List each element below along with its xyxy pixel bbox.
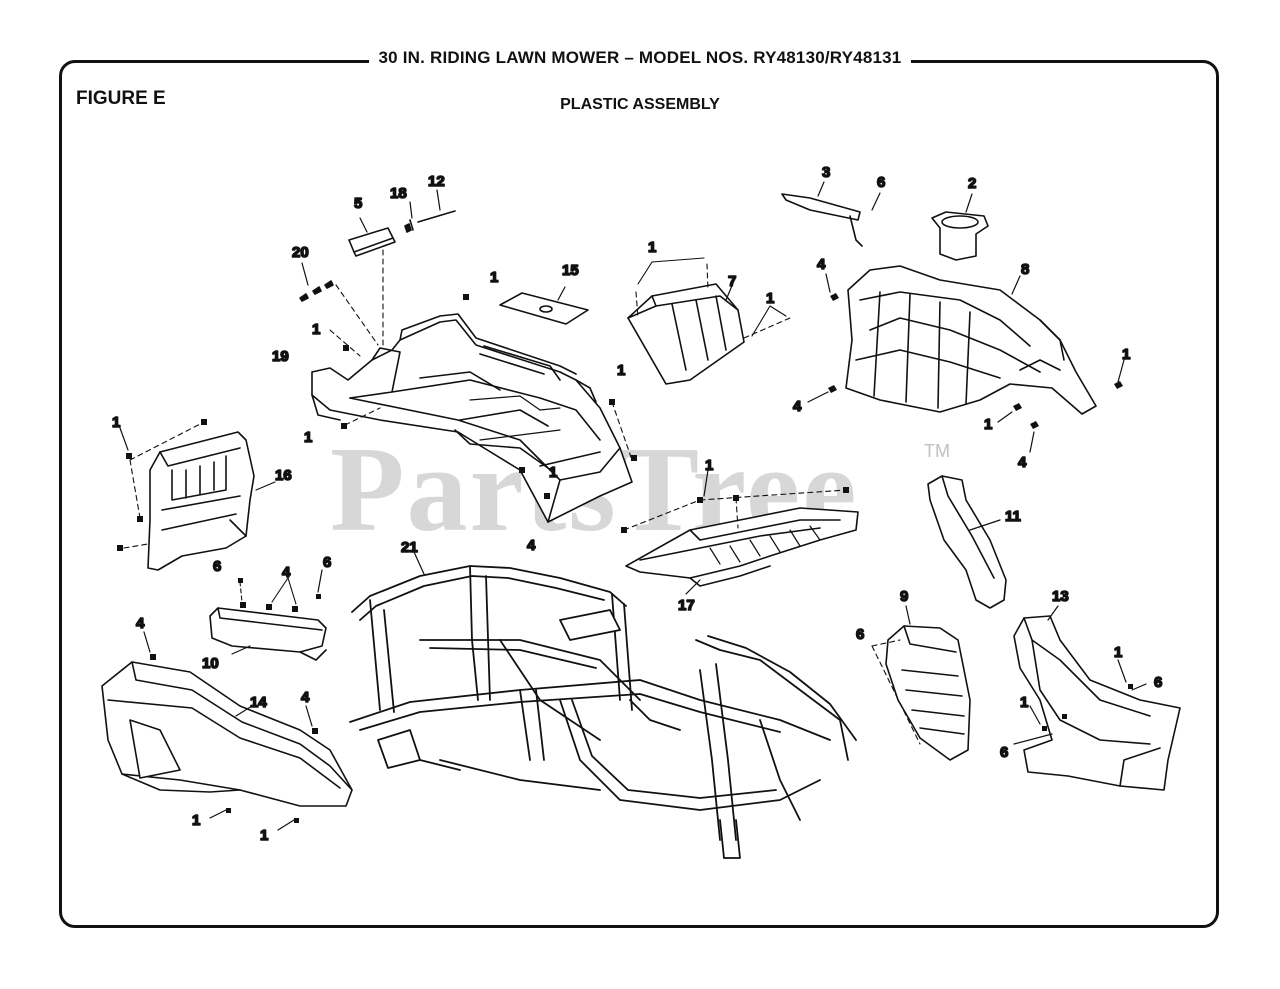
- callout-1-n: 1: [1114, 644, 1122, 661]
- callout-1-a: 1: [312, 321, 320, 338]
- part-3-bar: [781, 181, 863, 247]
- part-14-step-panel: [101, 631, 353, 831]
- callout-1-i: 1: [112, 414, 120, 431]
- part-16-side-panel: [117, 419, 276, 571]
- callout-6-e: 6: [1154, 674, 1162, 691]
- part-19-body-tub: [311, 313, 633, 523]
- callout-6-c: 6: [323, 554, 331, 571]
- callout-1-f: 1: [1122, 346, 1130, 363]
- callout-6-a: 6: [877, 174, 885, 191]
- figure-label: FIGURE E: [76, 88, 166, 109]
- callout-14: 14: [250, 694, 267, 711]
- callout-4-b: 4: [793, 398, 802, 415]
- callout-19: 19: [272, 348, 289, 365]
- callout-18: 18: [390, 185, 407, 202]
- callout-1-c: 1: [617, 362, 625, 379]
- part-9-shroud: [871, 605, 971, 761]
- callout-5: 5: [354, 195, 362, 212]
- callout-6-f: 6: [1000, 744, 1008, 761]
- part-13-step-panel: [1013, 605, 1181, 791]
- callout-1-d: 1: [648, 239, 656, 256]
- callout-15: 15: [562, 262, 579, 279]
- callout-10: 10: [202, 655, 219, 672]
- callout-16: 16: [275, 467, 292, 484]
- callout-6-d: 6: [856, 626, 864, 643]
- part-19-hardware-lines: [329, 249, 633, 461]
- part-8-leaders: [807, 273, 1125, 453]
- callout-1-h: 1: [304, 429, 312, 446]
- callout-4-d: 4: [527, 537, 536, 554]
- callout-1-m: 1: [260, 827, 268, 844]
- callout-4-a: 4: [817, 256, 826, 273]
- callout-2: 2: [968, 175, 976, 192]
- part-5-bracket: [348, 227, 396, 257]
- callout-8: 8: [1021, 261, 1029, 278]
- figure-subtitle: PLASTIC ASSEMBLY: [560, 96, 720, 113]
- callout-1-l: 1: [192, 812, 200, 829]
- callout-1-o: 1: [1020, 694, 1028, 711]
- part-17-footplate: [621, 469, 859, 595]
- part-11-trim: [927, 475, 1007, 609]
- callout-12: 12: [428, 173, 445, 190]
- watermark-trademark: TM: [924, 441, 950, 461]
- part-20-pegs: [299, 262, 334, 302]
- callout-9: 9: [900, 588, 908, 605]
- part-7-cover: [627, 257, 791, 385]
- callout-1-k: 1: [705, 457, 713, 474]
- part-8-fender: [845, 265, 1097, 415]
- callout-13: 13: [1052, 588, 1069, 605]
- callout-1-b: 1: [490, 269, 498, 286]
- part-2-cup-holder: [931, 193, 989, 261]
- callout-1-e: 1: [766, 290, 774, 307]
- part-21-frame: [349, 551, 857, 859]
- part-15-plate: [499, 286, 589, 325]
- callout-4-f: 4: [136, 615, 145, 632]
- callout-3: 3: [822, 164, 830, 181]
- callout-4-g: 4: [301, 689, 310, 706]
- callout-1-j: 1: [549, 464, 557, 481]
- callout-6-b: 6: [213, 558, 221, 575]
- part-12-rod: [417, 210, 456, 223]
- part-19-screws: [341, 294, 637, 499]
- document-title: 30 IN. RIDING LAWN MOWER – MODEL NOS. RY…: [368, 48, 912, 68]
- callout-4-e: 4: [282, 564, 291, 581]
- part-8-fasteners: [828, 293, 1123, 429]
- part-10-console: [209, 569, 327, 661]
- callout-1-g: 1: [984, 416, 992, 433]
- callout-17: 17: [678, 597, 695, 614]
- callout-11: 11: [1005, 508, 1021, 525]
- part-18-spring: [404, 219, 414, 233]
- callout-20: 20: [292, 244, 309, 261]
- callout-7: 7: [728, 273, 736, 290]
- callout-21: 21: [401, 539, 418, 556]
- callout-4-c: 4: [1018, 454, 1027, 471]
